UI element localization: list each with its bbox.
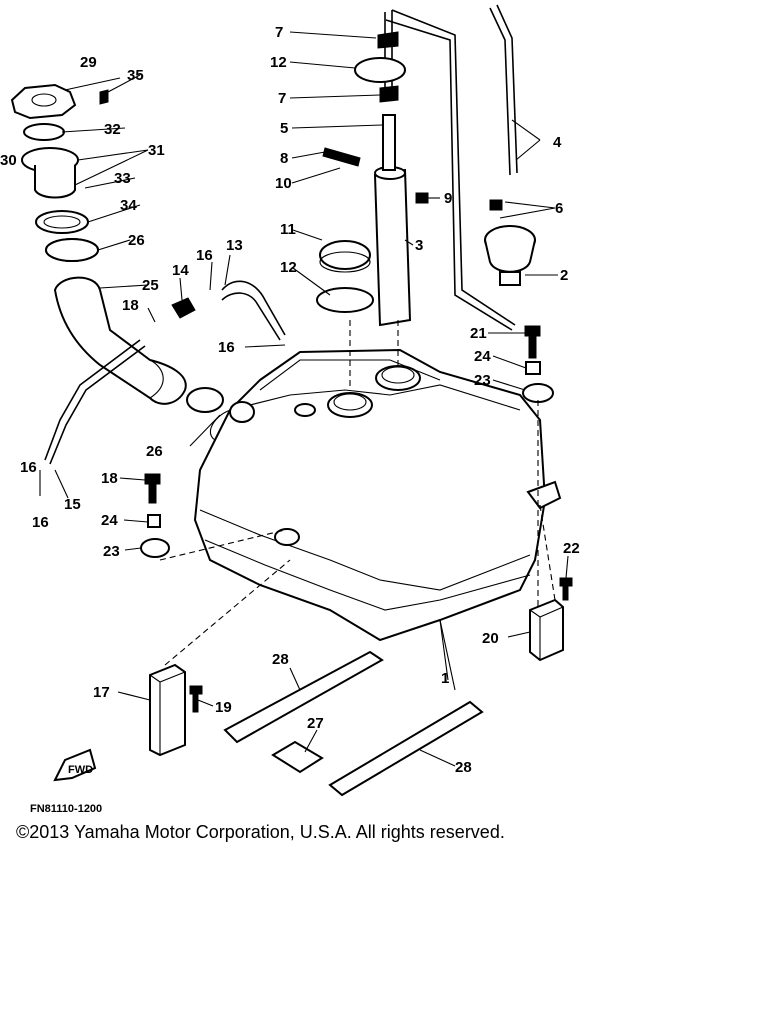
callout-22: 22 (563, 540, 580, 557)
callout-26-lower: 26 (146, 443, 163, 460)
svg-text:FWD: FWD (68, 764, 93, 776)
callout-3: 3 (415, 237, 423, 254)
callout-9: 9 (444, 190, 452, 207)
callout-16-mid: 16 (218, 339, 235, 356)
callout-30: 30 (0, 152, 17, 169)
callout-13: 13 (226, 237, 243, 254)
callout-4: 4 (553, 134, 562, 151)
callout-14: 14 (172, 262, 189, 279)
callout-1: 1 (441, 670, 449, 687)
callout-7-mid: 7 (278, 90, 286, 107)
callout-5: 5 (280, 120, 288, 137)
drawing-code: FN81110-1200 (30, 803, 102, 815)
pad-28-lower (328, 700, 484, 797)
parts-diagram: FWD (0, 4, 580, 815)
clamp-26-upper (45, 238, 99, 262)
callout-15: 15 (64, 496, 81, 513)
damper-23-right (522, 383, 554, 403)
collar-24-right (525, 361, 541, 375)
bolt-22 (559, 577, 573, 601)
bolt-21 (524, 325, 541, 359)
callout-17: 17 (93, 684, 110, 701)
callout-2: 2 (560, 267, 568, 284)
callout-16-left: 16 (20, 459, 37, 476)
drain-hose (44, 339, 146, 465)
bracket-17 (149, 663, 186, 757)
callout-7-top: 7 (275, 24, 283, 41)
fuel-tank (193, 348, 562, 691)
callout-20: 20 (482, 630, 499, 647)
callout-32: 32 (104, 121, 121, 138)
copyright-notice: ©2013 Yamaha Motor Corporation, U.S.A. A… (16, 822, 505, 842)
callout-labels: 7 12 7 5 8 10 9 11 12 3 4 6 2 21 24 23 2… (0, 24, 580, 776)
callout-12-mid: 12 (280, 259, 297, 276)
callout-35: 35 (127, 67, 144, 84)
filler-hose (53, 276, 187, 405)
clamp-26-lower (186, 387, 224, 413)
filler-cap-assembly (10, 83, 109, 262)
callout-23-left: 23 (103, 543, 120, 560)
front-arrow-icon: FWD (53, 748, 97, 782)
fuel-hose (221, 280, 286, 341)
callout-23-right: 23 (474, 372, 491, 389)
callout-33: 33 (114, 170, 131, 187)
callout-18-lower: 18 (101, 470, 118, 487)
collar-24-left (147, 514, 161, 528)
callout-16-bottom: 16 (32, 514, 49, 531)
callout-24-left: 24 (101, 512, 118, 529)
callout-28-lower: 28 (455, 759, 472, 776)
callout-25: 25 (142, 277, 159, 294)
callout-16-upper: 16 (196, 247, 213, 264)
callout-27: 27 (307, 715, 324, 732)
band-12 (316, 287, 374, 313)
callout-28-upper: 28 (272, 651, 289, 668)
callout-8: 8 (280, 150, 288, 167)
tank-cap-11 (319, 240, 371, 270)
fuel-cock-14 (171, 297, 196, 319)
damper-23-left (140, 538, 170, 558)
callout-11: 11 (280, 221, 296, 238)
callout-19: 19 (215, 699, 232, 716)
callout-21: 21 (470, 325, 487, 342)
fuel-sender (322, 31, 429, 327)
callout-12-top: 12 (270, 54, 287, 71)
seal-ring (229, 401, 255, 423)
callout-31: 31 (148, 142, 165, 159)
callout-18-upper: 18 (122, 297, 139, 314)
bolt-19 (189, 685, 203, 713)
callout-6: 6 (555, 200, 563, 217)
bracket-20 (529, 598, 564, 662)
pad-27 (271, 740, 324, 774)
callout-29: 29 (80, 54, 97, 71)
fuel-filter (484, 199, 536, 286)
callout-10: 10 (275, 175, 292, 192)
bolt-18-left (144, 473, 161, 504)
pad-28-upper (223, 650, 384, 744)
callout-26-upper: 26 (128, 232, 145, 249)
callout-34: 34 (120, 197, 137, 214)
callout-24-right: 24 (474, 348, 491, 365)
